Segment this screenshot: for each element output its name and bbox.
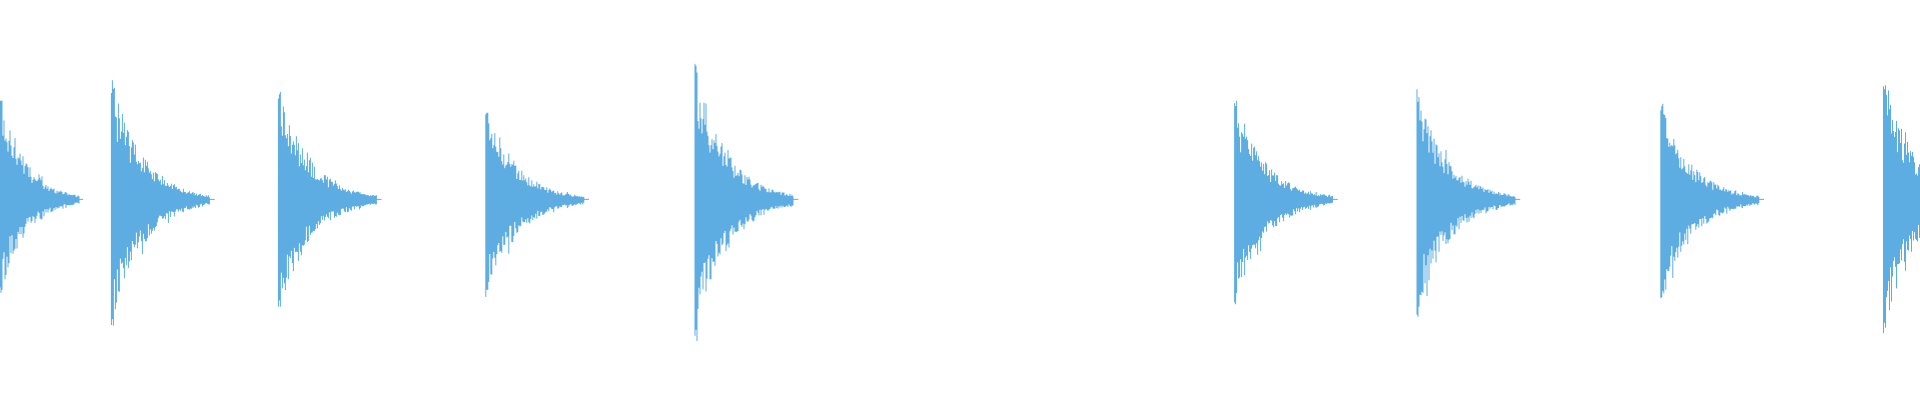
waveform-transient-1 (0, 100, 84, 293)
waveform-transient-8 (1660, 103, 1764, 299)
waveform-transient-4 (485, 112, 589, 297)
waveform-transients (0, 63, 1920, 341)
waveform-transient-5 (694, 63, 799, 341)
waveform-transient-6 (1234, 100, 1338, 305)
waveform-transient-2 (110, 80, 215, 326)
waveform-transient-7 (1416, 89, 1521, 317)
waveform-transient-3 (277, 91, 382, 307)
waveform-transient-9 (1883, 85, 1920, 334)
